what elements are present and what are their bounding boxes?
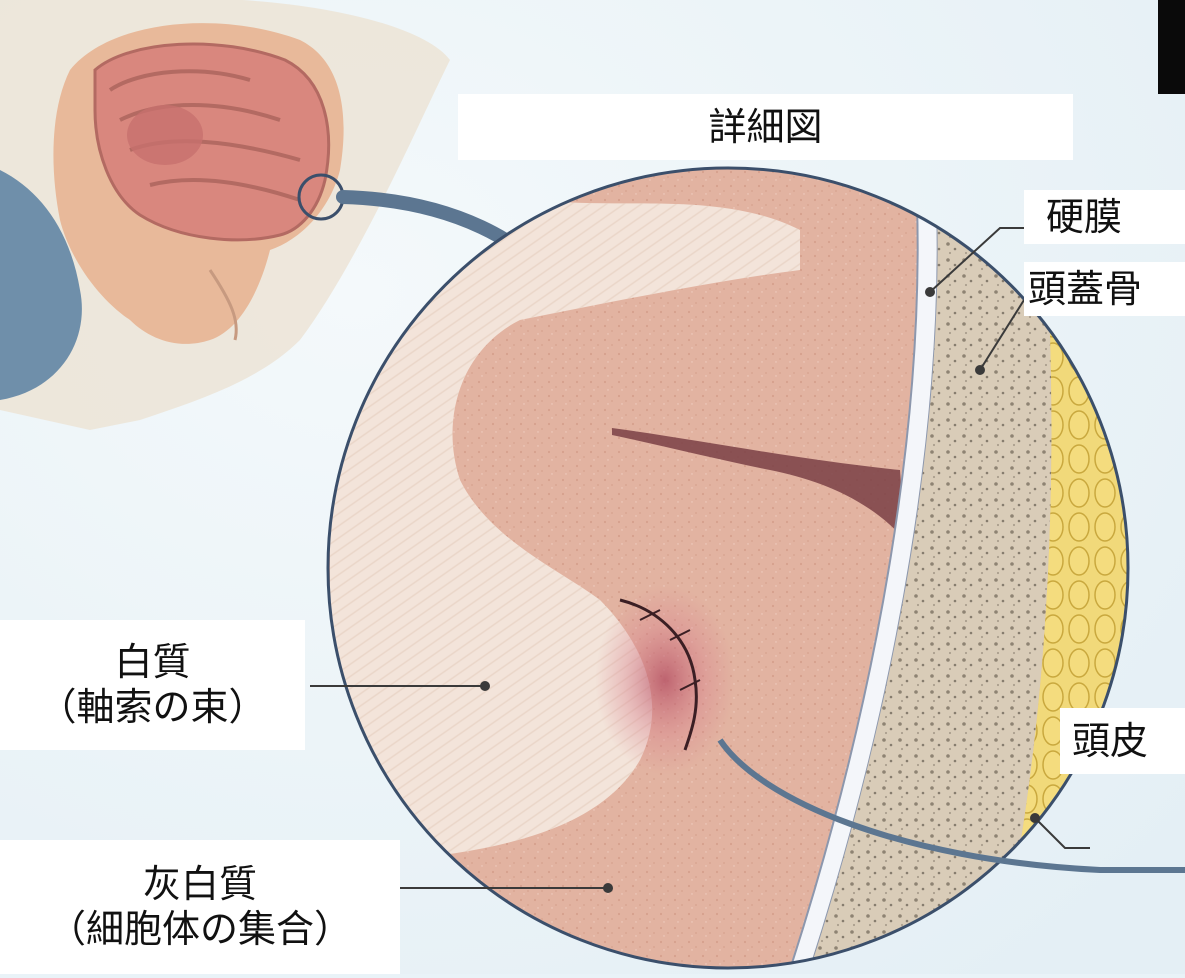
skull-label: 頭蓋骨 [1024, 262, 1185, 316]
dura-label: 硬膜 [1024, 190, 1185, 244]
gray-matter-line1: 灰白質 [143, 862, 257, 907]
scalp-label: 頭皮 [1060, 708, 1185, 774]
dura-text: 硬膜 [1046, 195, 1122, 240]
title-label: 詳細図 [458, 94, 1073, 160]
white-matter-line2: （軸索の束） [38, 685, 266, 730]
gray-matter-line2: （細胞体の集合） [48, 907, 352, 952]
white-matter-label: 白質 （軸索の束） [0, 620, 305, 750]
skull-text: 頭蓋骨 [1028, 267, 1142, 312]
corner-block [1158, 0, 1185, 94]
scalp-text: 頭皮 [1072, 719, 1148, 764]
gray-matter-label: 灰白質 （細胞体の集合） [0, 840, 400, 974]
white-matter-line1: 白質 [114, 640, 190, 685]
title-text: 詳細図 [708, 105, 822, 150]
